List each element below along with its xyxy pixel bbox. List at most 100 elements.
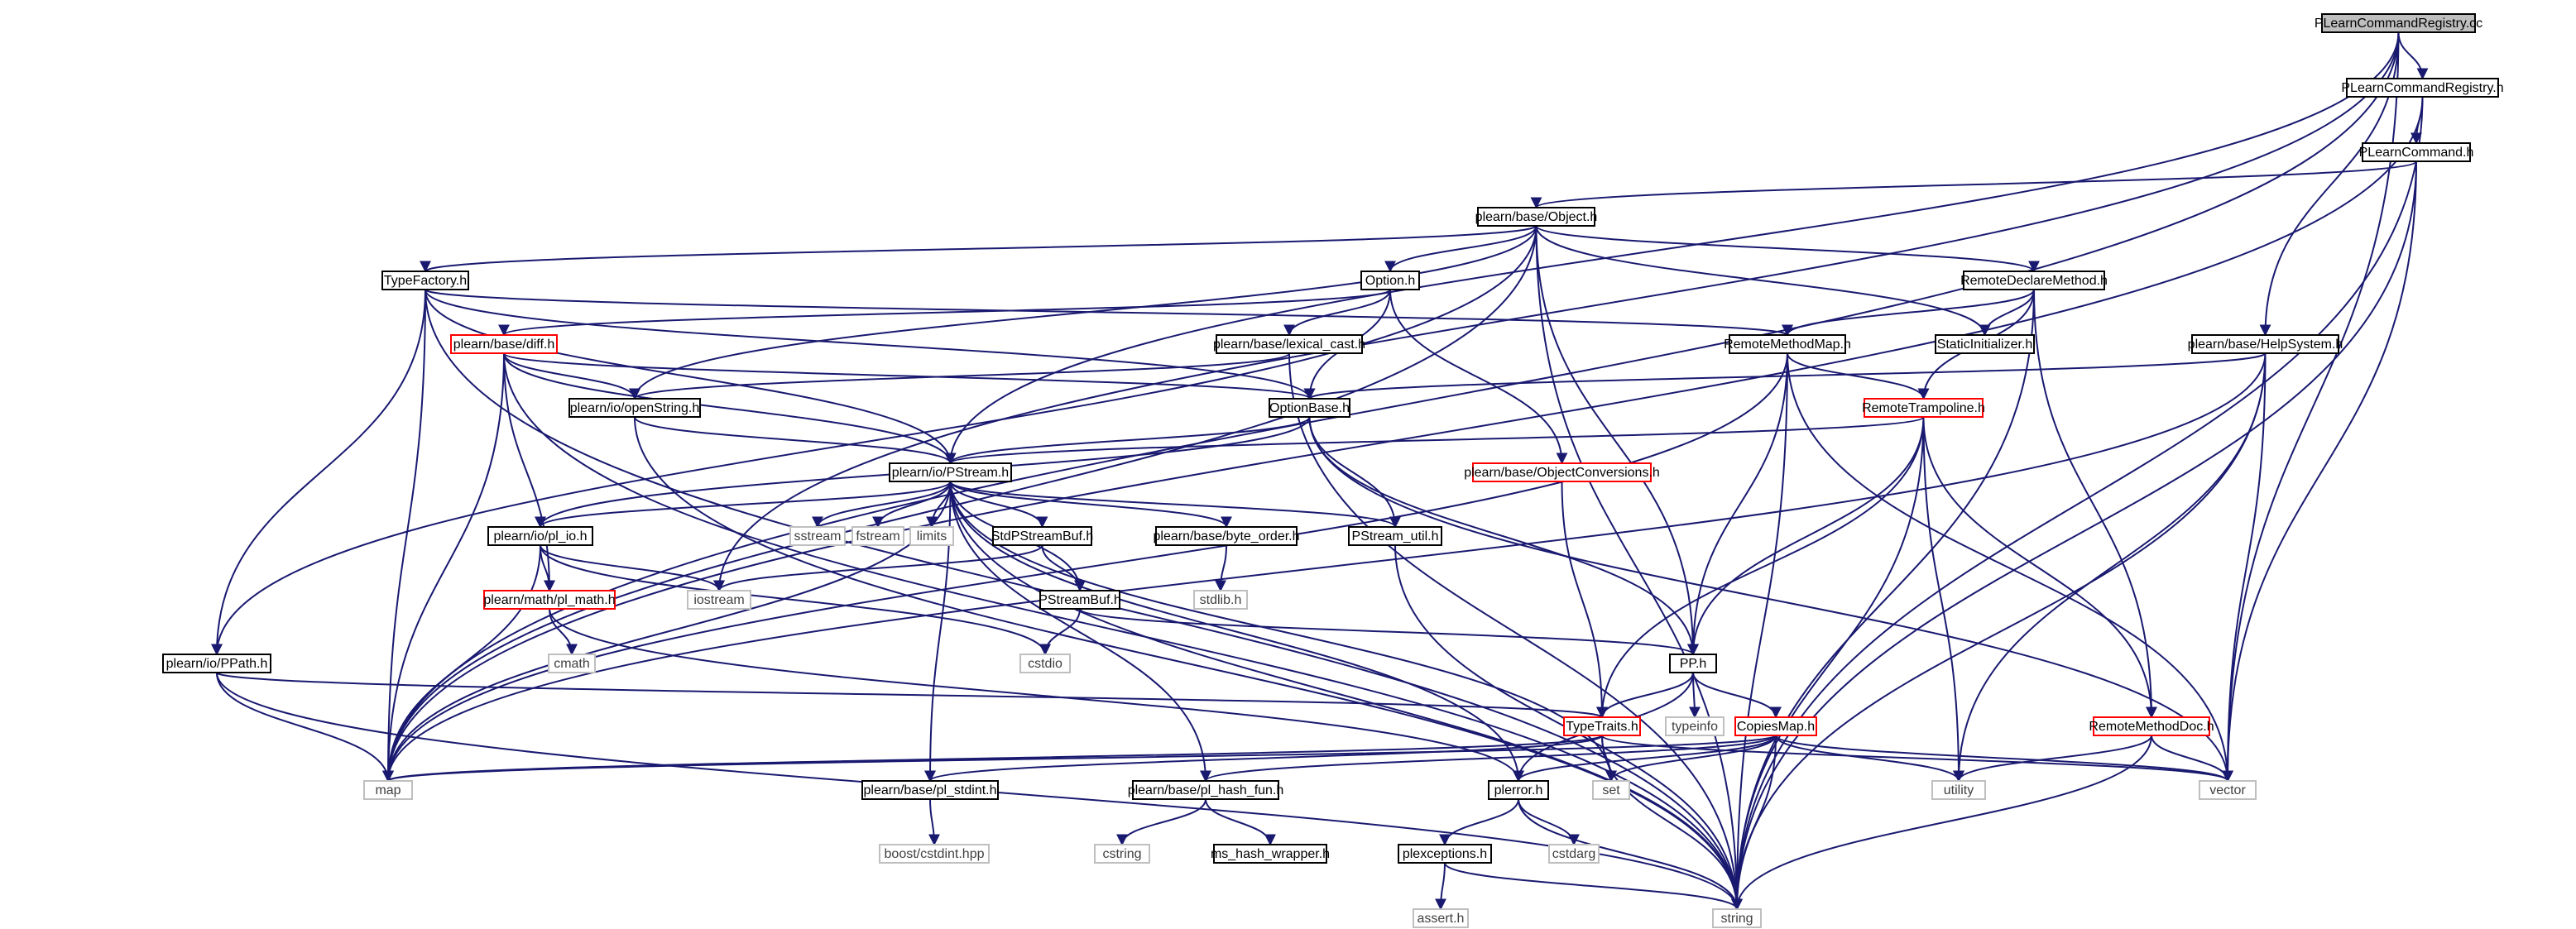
node-object-h[interactable]: plearn/base/Object.h	[1475, 207, 1598, 227]
edge-ppath_h-to-typetraits_h	[216, 672, 1608, 719]
node-pp-h[interactable]: PP.h	[1669, 654, 1717, 673]
node-label: vector	[2209, 783, 2246, 797]
node-label: plearn/base/ObjectConversions.h	[1464, 466, 1660, 480]
node-fstream: fstream	[851, 526, 904, 546]
node-typetraits-h[interactable]: TypeTraits.h	[1563, 716, 1641, 736]
node-plexceptions-h[interactable]: plexceptions.h	[1398, 844, 1492, 864]
node-box	[1477, 207, 1595, 227]
node-set: set	[1592, 780, 1630, 800]
edge-rmm_h-to-trampoline_h	[1787, 352, 1930, 400]
node-string: string	[1712, 908, 1762, 928]
node-box	[1488, 780, 1549, 800]
node-label: plearn/base/pl_stdint.h	[864, 783, 997, 797]
node-box	[1269, 398, 1350, 418]
edge-rdm_h-to-static_h	[1979, 289, 2035, 337]
edge-lexical_h-to-openstring_h	[629, 352, 1290, 400]
edge-optionbase_h-to-vector	[1308, 416, 2233, 783]
edge-diff_h-to-openstring_h	[503, 352, 640, 400]
node-box	[851, 526, 904, 546]
edge-typetraits_h-to-vector	[1601, 735, 2233, 783]
node-box	[2191, 334, 2339, 354]
edge-stdpsb_h-to-iostream	[713, 544, 1043, 592]
node-plstdint-h[interactable]: plearn/base/pl_stdint.h	[861, 780, 999, 800]
edge-pstream_h-to-byteorder_h	[949, 481, 1232, 529]
node-helpsystem-h[interactable]: plearn/base/HelpSystem.h	[2188, 334, 2343, 354]
edge-object_h-to-map	[382, 225, 1537, 783]
edge-lexical_h-to-string	[1288, 352, 1743, 911]
edge-pstream_h-to-plhash_h	[949, 481, 1211, 783]
node-box	[2321, 13, 2476, 33]
node-box	[483, 590, 616, 610]
edge-copiesmap_h-to-utility	[1775, 735, 1964, 783]
node-label: plearn/base/byte_order.h	[1153, 529, 1299, 544]
node-plc-h[interactable]: PLearnCommand.h	[2359, 142, 2474, 162]
node-psb-h[interactable]: PStreamBuf.h	[1039, 590, 1121, 610]
node-label: cstdio	[1028, 657, 1063, 671]
node-box	[487, 526, 593, 546]
node-label: StdPStreamBuf.h	[991, 529, 1094, 544]
node-label: plexceptions.h	[1403, 847, 1487, 861]
edge-pstream_h-to-plio_h	[535, 481, 952, 529]
edge-plc_h-to-object_h	[1530, 160, 2417, 209]
node-box	[1155, 526, 1298, 546]
edge-pcr_h-to-map	[382, 96, 2424, 783]
node-box	[162, 654, 271, 673]
edge-pp_h-to-copiesmap_h	[1692, 672, 1782, 719]
edge-root-to-pcr_h	[2397, 31, 2429, 80]
node-byteorder-h[interactable]: plearn/base/byte_order.h	[1153, 526, 1300, 546]
edge-rmm_h-to-map	[382, 352, 1788, 783]
node-mshash-h[interactable]: ms_hash_wrapper.h	[1211, 844, 1330, 864]
node-box	[1963, 271, 2105, 290]
node-plerror-h[interactable]: plerror.h	[1488, 780, 1549, 800]
node-plio-h[interactable]: plearn/io/pl_io.h	[487, 526, 593, 546]
node-rdm-h[interactable]: RemoteDeclareMethod.h	[1960, 271, 2108, 290]
edge-pcr_h-to-string	[1731, 96, 2424, 911]
edges-layer	[211, 31, 2429, 911]
node-ppath-h[interactable]: plearn/io/PPath.h	[162, 654, 271, 673]
edge-object_h-to-string	[1535, 225, 1743, 911]
node-rmm-h[interactable]: RemoteMethodMap.h	[1724, 334, 1851, 354]
edge-pstream_h-to-stdpsb_h	[949, 481, 1048, 529]
edge-rdm_h-to-string	[1731, 289, 2035, 911]
node-rmdoc-h[interactable]: RemoteMethodDoc.h	[2089, 716, 2214, 736]
node-box	[1669, 654, 1717, 673]
node-box	[2093, 716, 2210, 736]
node-label: TypeTraits.h	[1566, 720, 1638, 734]
edge-plhash_h-to-mshash_h	[1205, 798, 1276, 846]
node-typefactory-h[interactable]: TypeFactory.h	[381, 271, 469, 290]
node-optionbase-h[interactable]: OptionBase.h	[1269, 398, 1350, 418]
edge-plerror_h-to-cstdarg	[1518, 798, 1580, 846]
node-openstring-h[interactable]: plearn/io/openString.h	[568, 398, 701, 418]
node-option-h[interactable]: Option.h	[1360, 271, 1420, 290]
node-label: RemoteMethodDoc.h	[2089, 720, 2214, 734]
node-objconv-h[interactable]: plearn/base/ObjectConversions.h	[1464, 462, 1660, 482]
node-cmath: cmath	[548, 654, 596, 673]
node-label: StaticInitializer.h	[1937, 338, 2033, 352]
node-label: PLearnCommand.h	[2359, 146, 2474, 160]
node-plmath-h[interactable]: plearn/math/pl_math.h	[483, 590, 616, 610]
node-lexical-h[interactable]: plearn/base/lexical_cast.h	[1213, 334, 1365, 354]
node-box	[1665, 716, 1725, 736]
node-label: iostream	[693, 593, 744, 607]
edge-helpsystem_h-to-map	[382, 352, 2267, 783]
node-box	[2362, 142, 2471, 162]
node-copiesmap-h[interactable]: CopiesMap.h	[1734, 716, 1817, 736]
node-pcr-h[interactable]: PLearnCommandRegistry.h	[2341, 78, 2504, 98]
node-label: plerror.h	[1494, 783, 1543, 797]
node-psutil-h[interactable]: PStream_util.h	[1348, 526, 1442, 546]
node-limits: limits	[909, 526, 954, 546]
edge-trampoline_h-to-string	[1731, 416, 1925, 911]
node-plhash-h[interactable]: plearn/base/pl_hash_fun.h	[1128, 780, 1284, 800]
node-static-h[interactable]: StaticInitializer.h	[1935, 334, 2035, 354]
edge-object_h-to-option_h	[1384, 225, 1537, 273]
node-diff-h[interactable]: plearn/base/diff.h	[450, 334, 558, 354]
node-box	[2346, 78, 2499, 98]
node-stdpsb-h[interactable]: StdPStreamBuf.h	[991, 526, 1094, 546]
edge-rmdoc_h-to-vector	[2151, 735, 2233, 783]
edge-rmdoc_h-to-string	[1731, 735, 2152, 911]
node-pstream-h[interactable]: plearn/io/PStream.h	[889, 462, 1012, 482]
node-root[interactable]: PLearnCommandRegistry.cc	[2315, 13, 2482, 33]
node-stdlib-h: stdlib.h	[1193, 590, 1248, 610]
node-trampoline-h[interactable]: RemoteTrampoline.h	[1862, 398, 1985, 418]
edge-copiesmap_h-to-plhash_h	[1200, 735, 1777, 783]
